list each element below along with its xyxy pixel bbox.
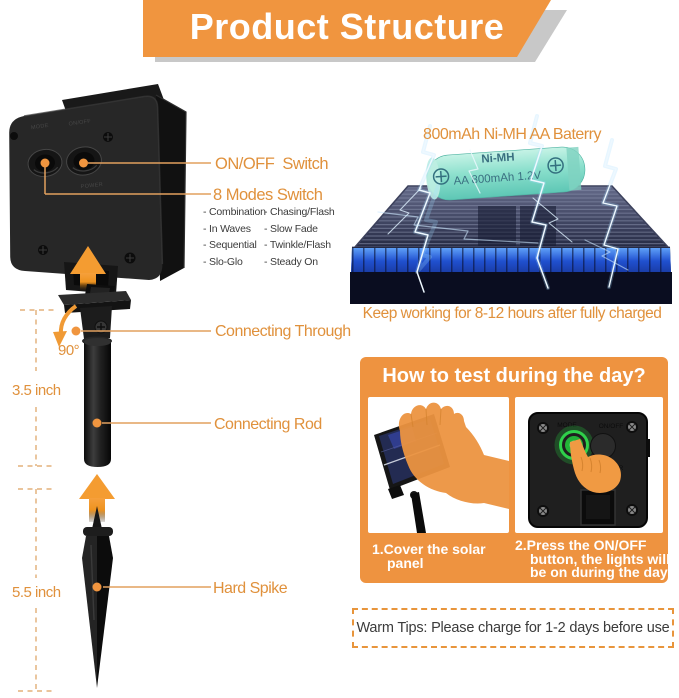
connecting-rod-graphic <box>84 338 111 467</box>
step2-caption: 2.Press the ON/OFF button, the lights wi… <box>515 537 670 580</box>
mode-item: - Slow Fade <box>264 222 318 235</box>
hard-spike-graphic <box>82 506 113 688</box>
mode-item: - Combination <box>203 206 266 218</box>
panel-device-onoff-label: ON/OFF <box>599 423 624 430</box>
callout-modes-switch: 8 Modes Switch <box>213 186 323 204</box>
angle-label: 90° <box>58 342 80 359</box>
lightning-bolts <box>377 114 629 293</box>
warm-tips: Warm Tips: Please charge for 1-2 days be… <box>352 608 674 648</box>
device-power-label: POWER <box>81 182 104 190</box>
battery-type-label: Ni-MH <box>481 151 515 165</box>
step2-image-panel: MODE ON/OFF POWER <box>515 397 663 533</box>
modes-list: - Combination- Chasing/Flash - In Waves-… <box>203 204 335 270</box>
panel-device-mode-label: MODE <box>557 422 577 429</box>
battery-note: Keep working for 8-12 hours after fully … <box>362 305 662 322</box>
callout-dots <box>40 158 102 592</box>
callout-hard-spike: Hard Spike <box>213 580 288 597</box>
how-to-test-title: How to test during the day? <box>382 365 646 387</box>
device-mode-label: MODE <box>31 123 49 131</box>
rod-length-label: 3.5 inch <box>12 382 61 399</box>
mode-item: - Chasing/Flash <box>264 206 335 218</box>
mode-item: - Twinkle/Flash <box>264 239 331 252</box>
battery-heading: 800mAh Ni-MH AA Baterry <box>423 126 601 143</box>
dimension-lines <box>18 309 55 692</box>
callout-onoff-switch: ON/OFF Switch <box>215 155 329 173</box>
mode-item: - Sequential <box>203 239 257 252</box>
spike-length-label: 5.5 inch <box>12 584 61 601</box>
step1-caption: 1.Cover the solar panel <box>372 541 486 571</box>
rotate-90-arrow <box>53 304 78 347</box>
cover-solar-panel-illustration <box>374 402 509 533</box>
mode-item: - Steady On <box>264 255 318 268</box>
step1-image-panel <box>368 397 509 533</box>
callout-connecting-rod: Connecting Rod <box>214 416 322 433</box>
how-to-test-section: How to test during the day? <box>360 357 670 583</box>
device-onoff-label: ON/OFF <box>68 118 92 127</box>
mode-item: - Slo-Glo <box>203 255 243 268</box>
press-button-illustration: MODE ON/OFF POWER <box>528 412 650 528</box>
callout-connecting-through: Connecting Through <box>215 323 351 340</box>
callout-lines <box>44 162 211 588</box>
page-title: Product Structure <box>189 6 505 47</box>
banner-bg <box>143 0 551 57</box>
mode-item: - In Waves <box>203 222 251 235</box>
banner: Product Structure <box>143 0 573 64</box>
battery-graphic: Ni-MH AA 800mAh 1.2V <box>426 146 586 201</box>
solar-panel-graphic <box>350 185 672 304</box>
